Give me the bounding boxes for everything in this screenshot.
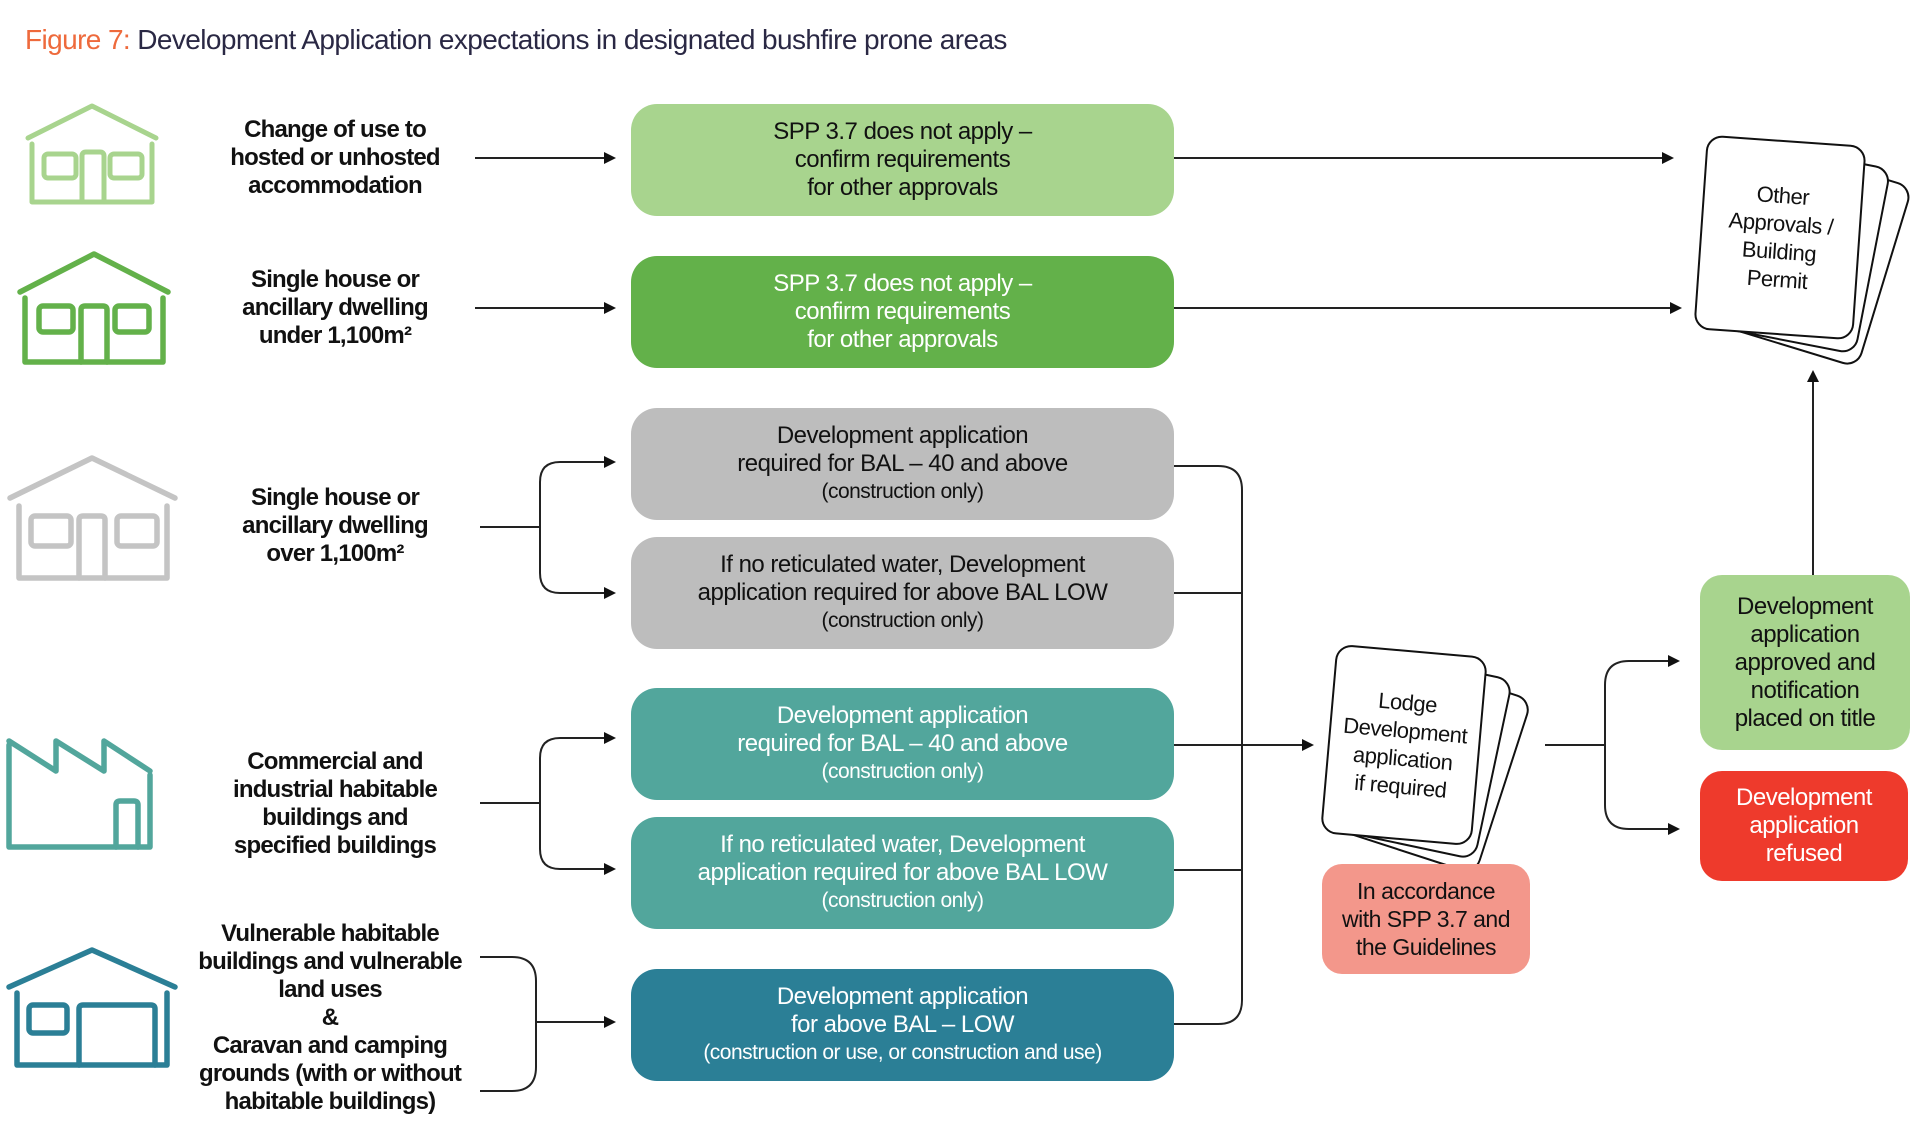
requirement-box-7: Development application for above BAL – … <box>631 969 1174 1081</box>
category-label-commercial: Commercial and industrial habitable buil… <box>232 748 438 859</box>
card-front: Lodge Development application if require… <box>1320 643 1488 847</box>
requirement-box-4: If no reticulated water, Development app… <box>631 537 1174 649</box>
garage-house-icon <box>6 947 178 1068</box>
branch-outcomes <box>1545 660 1630 830</box>
category-label-house-under: Single house or ancillary dwelling under… <box>242 266 428 349</box>
outcome-approved-text: Development application approved and not… <box>1734 592 1876 732</box>
requirement-text: If no reticulated water, Development app… <box>697 831 1108 886</box>
bracket-row5 <box>480 956 537 1092</box>
outcome-approved: Development application approved and not… <box>1700 575 1910 750</box>
requirement-text: Development application for above BAL – … <box>776 983 1029 1038</box>
card-front: Other Approvals / Building Permit <box>1693 134 1867 341</box>
outcome-refused: Development application refused <box>1700 771 1908 881</box>
requirement-subtext: (construction only) <box>821 609 984 632</box>
requirement-text: SPP 3.7 does not apply – confirm require… <box>773 118 1032 201</box>
category-label-house-over: Single house or ancillary dwelling over … <box>242 484 428 567</box>
accordance-text: In accordance with SPP 3.7 and the Guide… <box>1341 878 1511 960</box>
requirement-box-2: SPP 3.7 does not apply – confirm require… <box>631 256 1174 368</box>
figure-caption: Development Application expectations in … <box>130 24 1007 55</box>
other-approvals-card-stack: Other Approvals / Building Permit <box>1693 134 1914 369</box>
requirement-subtext: (construction only) <box>821 480 984 503</box>
requirement-text: SPP 3.7 does not apply – confirm require… <box>773 270 1032 353</box>
requirement-subtext: (construction only) <box>821 889 984 912</box>
lodge-card-text: Lodge Development application if require… <box>1342 687 1469 803</box>
bracket-row4 <box>480 737 561 870</box>
requirement-subtext: (construction or use, or construction an… <box>703 1041 1102 1064</box>
requirement-box-6: If no reticulated water, Development app… <box>631 817 1174 929</box>
outcome-refused-text: Development application refused <box>1736 784 1872 867</box>
requirement-text: Development application required for BAL… <box>737 702 1068 757</box>
bracket-row3 <box>480 461 561 594</box>
figure-title: Figure 7: Development Application expect… <box>25 24 1007 56</box>
requirement-text: If no reticulated water, Development app… <box>697 551 1108 606</box>
category-label-change-of-use: Change of use to hosted or unhosted acco… <box>230 116 440 199</box>
house-icon <box>17 251 171 365</box>
house-icon <box>25 103 159 205</box>
factory-icon <box>6 738 153 850</box>
lodge-card-stack: Lodge Development application if require… <box>1320 643 1533 876</box>
other-approvals-text: Other Approvals / Building Permit <box>1727 180 1835 294</box>
figure-number: Figure 7: <box>25 24 131 55</box>
accordance-note: In accordance with SPP 3.7 and the Guide… <box>1322 864 1530 974</box>
category-label-vulnerable: Vulnerable habitable buildings and vulne… <box>198 920 462 1115</box>
requirement-box-5: Development application required for BAL… <box>631 688 1174 800</box>
requirement-subtext: (construction only) <box>821 760 984 783</box>
requirement-text: Development application required for BAL… <box>737 422 1068 477</box>
requirement-box-3: Development application required for BAL… <box>631 408 1174 520</box>
requirement-box-1: SPP 3.7 does not apply – confirm require… <box>631 104 1174 216</box>
house-icon <box>7 455 178 581</box>
